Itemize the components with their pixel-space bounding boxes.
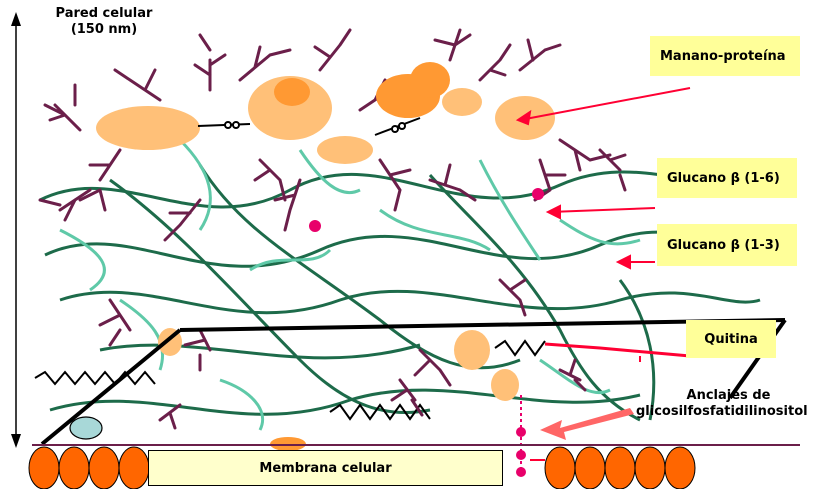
wall-title-line2: (150 nm) [34,22,174,38]
glucan-16-fibers [60,140,640,430]
label-chitin: Quitina [686,320,776,358]
label-glucan-13: Glucano β (1-3) [657,224,797,266]
label-glucan-16: Glucano β (1-6) [657,158,797,198]
label-gpi-line1: Anclajes de [636,388,821,404]
wall-thickness-arrow [11,12,21,448]
wall-title: Pared celular (150 nm) [34,6,174,38]
label-mannoprotein: Manano-proteína [650,36,800,76]
vesicle-shape [70,417,102,439]
mannoprotein-globules [96,62,555,451]
wall-title-line1: Pared celular [34,6,174,22]
mannan-branches [40,30,625,428]
gpi-pointer-arrow [540,408,634,440]
cell-membrane-label: Membrana celular [148,450,503,486]
label-gpi-line2: glicosilfosfatidilinositol [636,404,821,420]
label-gpi-anchors: Anclajes de glicosilfosfatidilinositol [636,388,821,420]
